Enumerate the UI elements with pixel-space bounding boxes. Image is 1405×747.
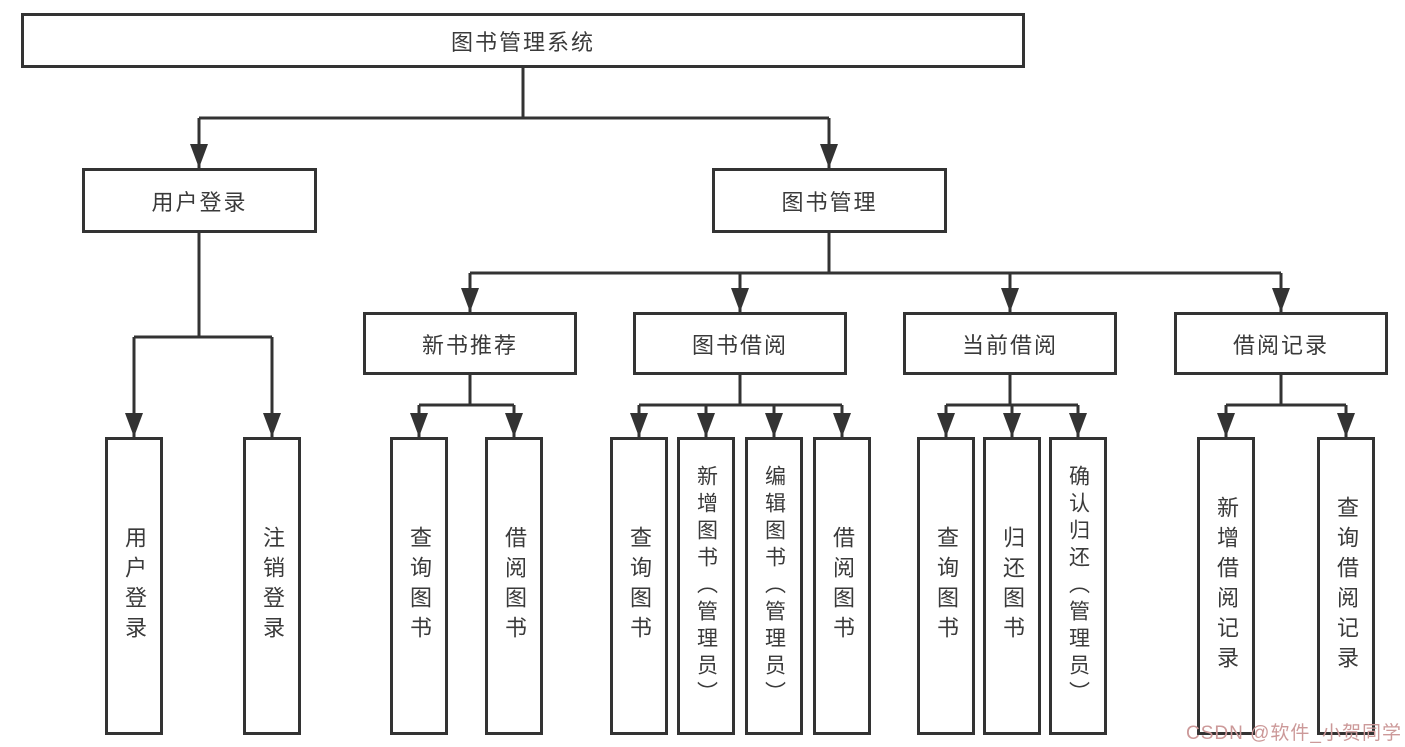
node-book-borrow: 图书借阅 bbox=[633, 312, 847, 375]
node-borrow-books-recommend: 借阅图书 bbox=[485, 437, 543, 735]
node-add-borrow-record: 新增借阅记录 bbox=[1197, 437, 1255, 735]
node-root-system: 图书管理系统 bbox=[21, 13, 1025, 68]
node-query-books-borrow: 查询图书 bbox=[610, 437, 668, 735]
node-label: 借阅图书 bbox=[502, 526, 527, 646]
node-return-books: 归还图书 bbox=[983, 437, 1041, 735]
node-user-login-leaf: 用户登录 bbox=[105, 437, 163, 735]
node-add-books-admin: 新增图书（管理员） bbox=[677, 437, 735, 735]
node-label: 新增图书（管理员） bbox=[694, 464, 718, 708]
node-confirm-return-admin: 确认归还（管理员） bbox=[1049, 437, 1107, 735]
node-label: 确认归还（管理员） bbox=[1066, 464, 1090, 708]
node-book-management: 图书管理 bbox=[712, 168, 947, 233]
node-label: 注销登录 bbox=[260, 526, 285, 646]
node-label: 查询图书 bbox=[934, 526, 959, 646]
node-borrow-records: 借阅记录 bbox=[1174, 312, 1388, 375]
node-label: 查询借阅记录 bbox=[1334, 496, 1359, 676]
node-label: 当前借阅 bbox=[961, 332, 1058, 358]
node-label: 查询图书 bbox=[627, 526, 652, 646]
node-borrow-books: 借阅图书 bbox=[813, 437, 871, 735]
node-label: 新增借阅记录 bbox=[1214, 496, 1239, 676]
node-query-borrow-record: 查询借阅记录 bbox=[1317, 437, 1375, 735]
node-label: 查询图书 bbox=[407, 526, 432, 646]
node-label: 借阅图书 bbox=[830, 526, 855, 646]
node-label: 新书推荐 bbox=[421, 332, 518, 358]
node-query-books-current: 查询图书 bbox=[917, 437, 975, 735]
node-label: 图书管理 bbox=[781, 189, 878, 215]
node-new-book-recommend: 新书推荐 bbox=[363, 312, 577, 375]
node-label: 用户登录 bbox=[122, 526, 147, 646]
node-label: 用户登录 bbox=[151, 189, 248, 215]
node-label: 归还图书 bbox=[1000, 526, 1025, 646]
node-edit-books-admin: 编辑图书（管理员） bbox=[745, 437, 803, 735]
node-query-books-recommend: 查询图书 bbox=[390, 437, 448, 735]
csdn-watermark: CSDN @软件_小贺同学 bbox=[1186, 723, 1402, 744]
node-user-login: 用户登录 bbox=[82, 168, 317, 233]
node-label: 图书管理系统 bbox=[450, 29, 595, 55]
node-logout: 注销登录 bbox=[243, 437, 301, 735]
node-label: 图书借阅 bbox=[691, 332, 788, 358]
node-label: 编辑图书（管理员） bbox=[762, 464, 786, 708]
node-label: 借阅记录 bbox=[1232, 332, 1329, 358]
arrowhead-icons bbox=[125, 144, 1355, 437]
node-current-borrow: 当前借阅 bbox=[903, 312, 1117, 375]
